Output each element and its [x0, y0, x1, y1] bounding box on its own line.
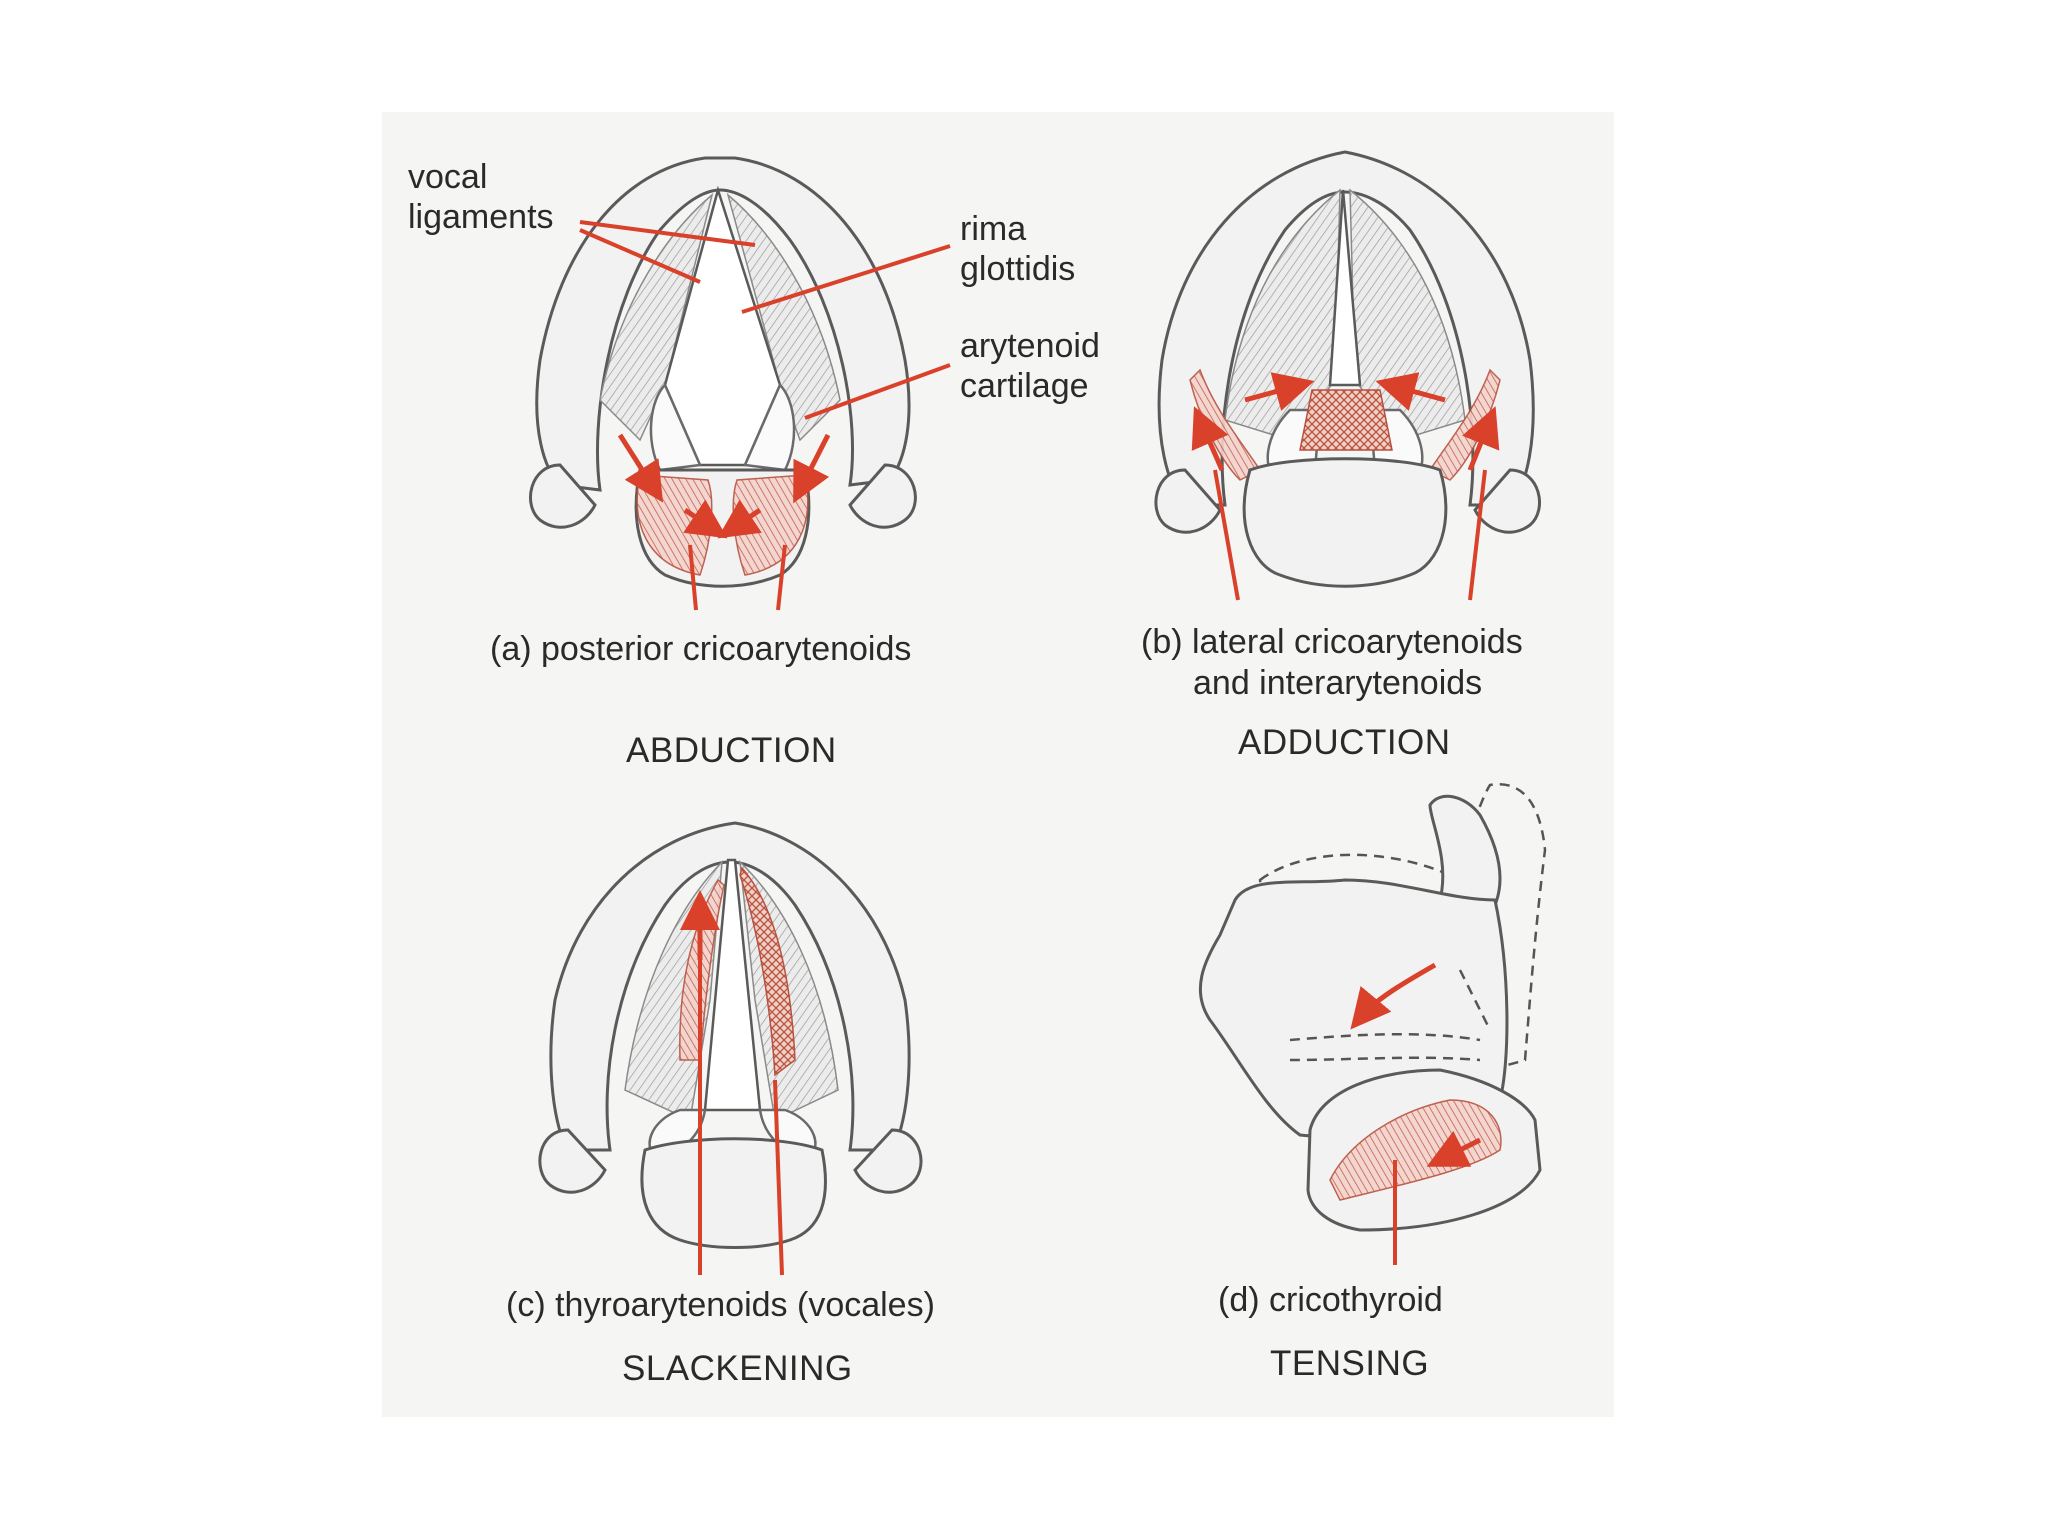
label-arytenoid-cartilage-line1: arytenoid	[960, 327, 1100, 365]
label-arytenoid-cartilage-line2: cartilage	[960, 367, 1089, 405]
rima-glottidis-closed-b	[1328, 189, 1362, 387]
thyroid-horn-left-c	[538, 1128, 607, 1194]
vocal-fold-left-a	[599, 192, 714, 442]
arrow-a-pointer-right	[776, 544, 787, 611]
cricoid-cartilage-c	[640, 1137, 827, 1249]
arrow-b-up-right	[1462, 406, 1500, 471]
label-rima-glottidis-line1: rima	[960, 210, 1026, 248]
cricoid-cartilage-b	[1242, 457, 1448, 588]
label-vocal-ligaments-line1: vocal	[408, 158, 487, 196]
thyroid-horn-right-a	[848, 463, 917, 529]
thyroid-horn-right-c	[853, 1128, 923, 1194]
panel-d-tensing: (d) cricothyroid TENSING	[1199, 783, 1547, 1383]
caption-c: (c) thyroarytenoids (vocales)	[506, 1286, 935, 1324]
caption-b-line1: (b) lateral cricoarytenoids	[1141, 623, 1523, 661]
arrow-b-in-right	[1375, 372, 1446, 411]
arrow-b-pointer-left	[1213, 469, 1240, 601]
arrow-a-pointer-left	[688, 544, 698, 611]
thyroid-horn-left-b	[1154, 468, 1222, 534]
arrow-d-rotation	[1350, 962, 1437, 1030]
thyroid-horn-left-a	[529, 463, 597, 529]
action-a: ABDUCTION	[626, 731, 837, 770]
interarytenoid-muscle	[1299, 389, 1393, 451]
arrow-d-muscle	[1426, 1130, 1482, 1167]
leader-rima-glottidis	[741, 244, 951, 314]
caption-b-line2: and interarytenoids	[1193, 664, 1482, 702]
arrow-a-1	[617, 433, 664, 503]
thyroarytenoid-right	[739, 866, 796, 1077]
arrow-a-4	[717, 499, 762, 539]
caption-d: (d) cricothyroid	[1218, 1281, 1443, 1319]
leader-vocal-ligaments-2	[579, 228, 701, 284]
arrow-b-pointer-right	[1468, 469, 1487, 601]
caption-a: (a) posterior cricoarytenoids	[490, 630, 911, 668]
action-c: SLACKENING	[622, 1349, 853, 1388]
panel-c-slackening: (c) thyroarytenoids (vocales) SLACKENING	[506, 821, 935, 1388]
rima-glottidis-opening-a	[663, 185, 782, 467]
label-vocal-ligaments-line2: ligaments	[408, 198, 554, 236]
thyroid-dashed-line-1	[1289, 1032, 1481, 1042]
leader-arytenoid-cartilage	[804, 363, 951, 420]
arrow-a-2	[793, 433, 831, 504]
thyroid-cartilage-a	[535, 156, 911, 492]
arrow-a-3	[683, 499, 728, 539]
arrow-c-pointer-right	[773, 1079, 784, 1276]
arrow-b-up-left	[1191, 406, 1229, 472]
panel-a-abduction: vocal ligaments rima glottidis arytenoid…	[408, 156, 1100, 770]
thyroid-superior-horn	[1428, 794, 1502, 907]
cricothyroid-muscle	[1329, 1099, 1502, 1201]
action-d: TENSING	[1270, 1344, 1429, 1383]
thyroid-horn-right-b	[1473, 468, 1541, 534]
panel-b-adduction: (b) lateral cricoarytenoids and interary…	[1141, 150, 1541, 762]
label-rima-glottidis-line2: glottidis	[960, 250, 1075, 288]
arrow-b-in-left	[1244, 372, 1315, 411]
thyroid-dashed-line-3	[1458, 969, 1492, 1031]
thyroid-cartilage-b	[1157, 150, 1535, 507]
action-b: ADDUCTION	[1238, 723, 1451, 762]
thyroid-dashed-line-2	[1289, 1056, 1481, 1062]
leader-vocal-ligaments-1	[579, 220, 756, 247]
